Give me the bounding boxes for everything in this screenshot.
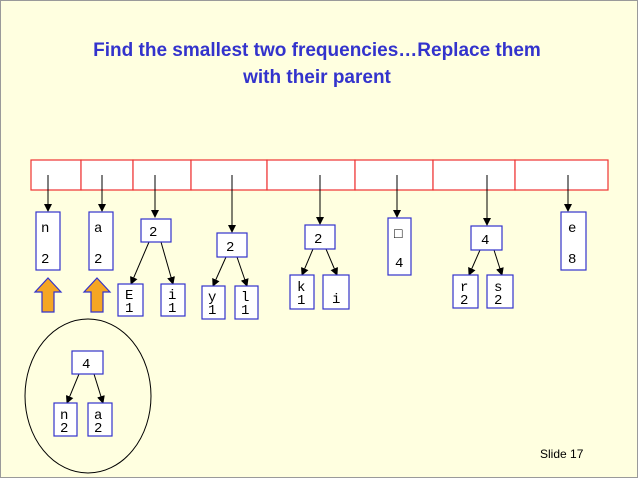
array-cell [354,159,434,191]
tree3-left-symbol: k [297,280,305,296]
priority-queue-array [30,159,609,191]
tree3-right-node [322,274,350,310]
array-cell [266,159,356,191]
tree3-left-freq: 1 [297,293,305,309]
tree1-root-node [140,218,172,243]
array-cell [432,159,516,191]
merged-tree-circle [24,318,152,474]
merged-right-freq: 2 [94,421,102,437]
tree-edge [160,241,175,285]
tree3-left-node [289,274,315,310]
merged-right-node [87,402,113,437]
array-cell [190,159,268,191]
tree-edge [325,248,338,276]
node-e-freq: 8 [568,252,576,268]
tree4-right-node [486,274,514,309]
node-a-symbol: a [94,221,102,237]
tree-edge [493,249,504,276]
space-freq: 4 [395,256,403,272]
tree3-root-node [304,224,336,250]
title-line-1: Find the smallest two frequencies…Replac… [93,40,541,61]
tree1-right-freq: 1 [168,301,176,317]
tree2-root-node [216,232,248,258]
tree3-right-symbol: i [332,292,340,308]
tree2-left-freq: 1 [208,303,216,319]
tree-edge [301,248,314,276]
tree2-left-symbol: y [208,290,216,306]
tree2-right-node [234,285,259,320]
tree2-left-node [201,285,226,320]
merged-root-freq: 4 [82,357,90,373]
pointer-arrows [44,175,572,233]
tree1-root-freq: 2 [149,225,157,241]
tree-edge [65,373,80,404]
tree4-left-freq: 2 [460,293,468,309]
tree-edge [212,256,227,287]
tree4-left-node [452,274,479,309]
highlight-arrows [33,277,112,313]
tree-edge [236,256,249,287]
node-labels: n 2 a 2 2 E 1 i 1 2 y 1 l 1 2 k 1 i □ 4 … [41,221,576,437]
tree1-right-symbol: i [168,288,176,304]
tree4-left-symbol: r [460,280,468,296]
leaf-node-space [387,217,412,276]
tree1-left-freq: 1 [125,301,133,317]
title-line-2: with their parent [243,67,391,88]
tree1-left-symbol: E [125,288,133,304]
merged-right-symbol: a [94,408,102,424]
node-a-freq: 2 [94,252,102,268]
array-cell [132,159,192,191]
tree2-right-symbol: l [241,290,249,306]
merged-root-node [71,350,104,375]
array-cell [30,159,82,191]
merged-left-freq: 2 [60,421,68,437]
tree-edge [468,249,481,276]
array-cell [514,159,609,191]
up-arrow-icon [82,277,112,313]
tree-edge [93,373,105,404]
merged-left-node [53,402,78,437]
node-boxes [35,211,587,437]
tree-edge [130,241,150,285]
node-n-symbol: n [41,221,49,237]
tree4-root-freq: 4 [481,233,489,249]
node-n-freq: 2 [41,252,49,268]
up-arrow-icon [33,277,63,313]
tree-edges [65,241,504,404]
tree4-right-symbol: s [494,280,502,296]
tree3-root-freq: 2 [314,232,322,248]
tree4-right-freq: 2 [494,293,502,309]
leaf-node-e [560,211,587,271]
leaf-node-n [35,211,61,271]
tree1-left-node [117,283,144,317]
tree1-right-node [160,283,186,317]
node-e-symbol: e [568,221,576,237]
array-cell [80,159,134,191]
tree2-right-freq: 1 [241,303,249,319]
merged-left-symbol: n [60,408,68,424]
leaf-node-a [88,211,114,271]
slide-title: Find the smallest two frequencies…Replac… [41,37,593,91]
slide-number: Slide 17 [540,447,584,461]
space-symbol: □ [394,227,403,243]
tree2-root-freq: 2 [226,240,234,256]
tree4-root-node [470,225,503,251]
